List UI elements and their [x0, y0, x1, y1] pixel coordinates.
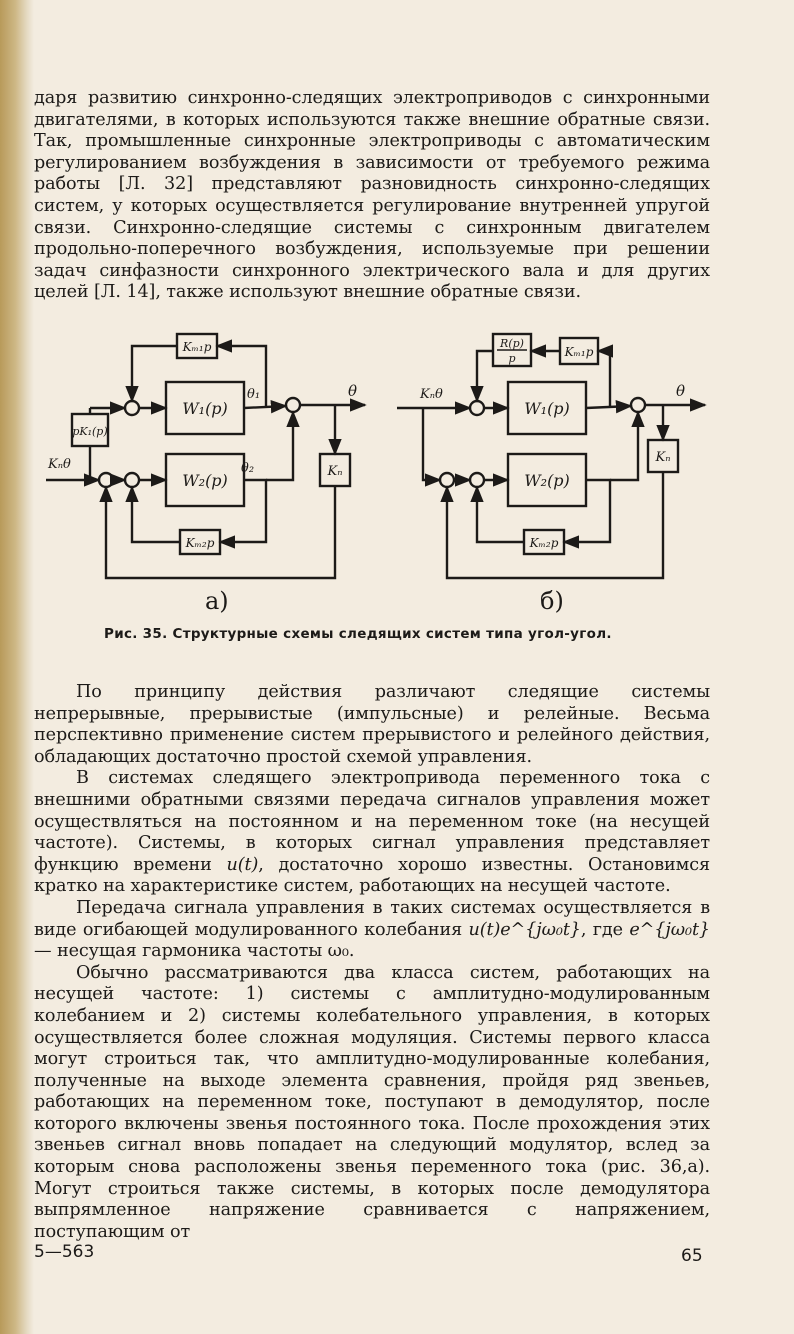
math-u-t: u(t) [226, 854, 259, 875]
book-spine-shadow [0, 0, 34, 1334]
diagram-a [46, 332, 367, 580]
math-modulated: u(t)e^{jω₀t} [468, 919, 581, 940]
a-km2-label: Kₘ₂p [185, 536, 215, 550]
a-km1-label: Kₘ₁p [182, 340, 212, 354]
b-rp-numerator: R(p) [499, 337, 524, 350]
paragraph-2: В системах следящего электропривода пере… [34, 768, 710, 897]
paragraph-4: Обычно рассматриваются два класса систем… [34, 962, 710, 1242]
a-subfigure-label: а) [205, 587, 229, 615]
printer-signature: 5—563 [34, 1242, 95, 1262]
a-theta1-label: θ₁ [247, 387, 260, 402]
paragraph-3: Передача сигнала управления в таких сист… [34, 897, 711, 962]
figure-35: W₁(p) W₂(p) Kₘ₁p Kₘ₂p pK₁(p) Kₙ Kₙθ θ₁ θ… [40, 322, 720, 622]
a-w2-label: W₂(p) [182, 471, 228, 490]
a-pk-label: pK₁(p) [72, 425, 107, 438]
page-number: 65 [681, 1246, 703, 1266]
a-output-label: θ [348, 382, 357, 400]
a-theta2-label: θ₂ [241, 461, 254, 476]
figure-caption: Рис. 35. Структурные схемы следящих сист… [104, 626, 612, 642]
b-w2-label: W₂(p) [524, 471, 570, 490]
b-w1-label: W₁(p) [524, 399, 570, 418]
b-subfigure-label: б) [540, 587, 564, 615]
body-text: По принципу действия различают следящие … [34, 682, 710, 1243]
a-input-label: Kₙθ [47, 457, 71, 472]
b-output-label: θ [676, 382, 685, 400]
math-carrier: e^{jω₀t} [629, 919, 711, 940]
b-kn-label: Kₙ [655, 450, 671, 465]
b-km1-label: Kₘ₁p [564, 345, 594, 359]
paragraph-1: По принципу действия различают следящие … [34, 682, 710, 767]
a-kn-label: Kₙ [327, 464, 343, 479]
block-diagrams: W₁(p) W₂(p) Kₘ₁p Kₘ₂p pK₁(p) Kₙ Kₙθ θ₁ θ… [46, 332, 707, 615]
top-paragraph: даря развитию синхронно-следящих электро… [34, 88, 710, 303]
b-input-label: Kₙθ [419, 387, 443, 402]
b-rp-denominator: p [508, 352, 515, 365]
b-km2-label: Kₘ₂p [529, 536, 559, 550]
diagram-b [397, 332, 707, 580]
a-w1-label: W₁(p) [182, 399, 228, 418]
